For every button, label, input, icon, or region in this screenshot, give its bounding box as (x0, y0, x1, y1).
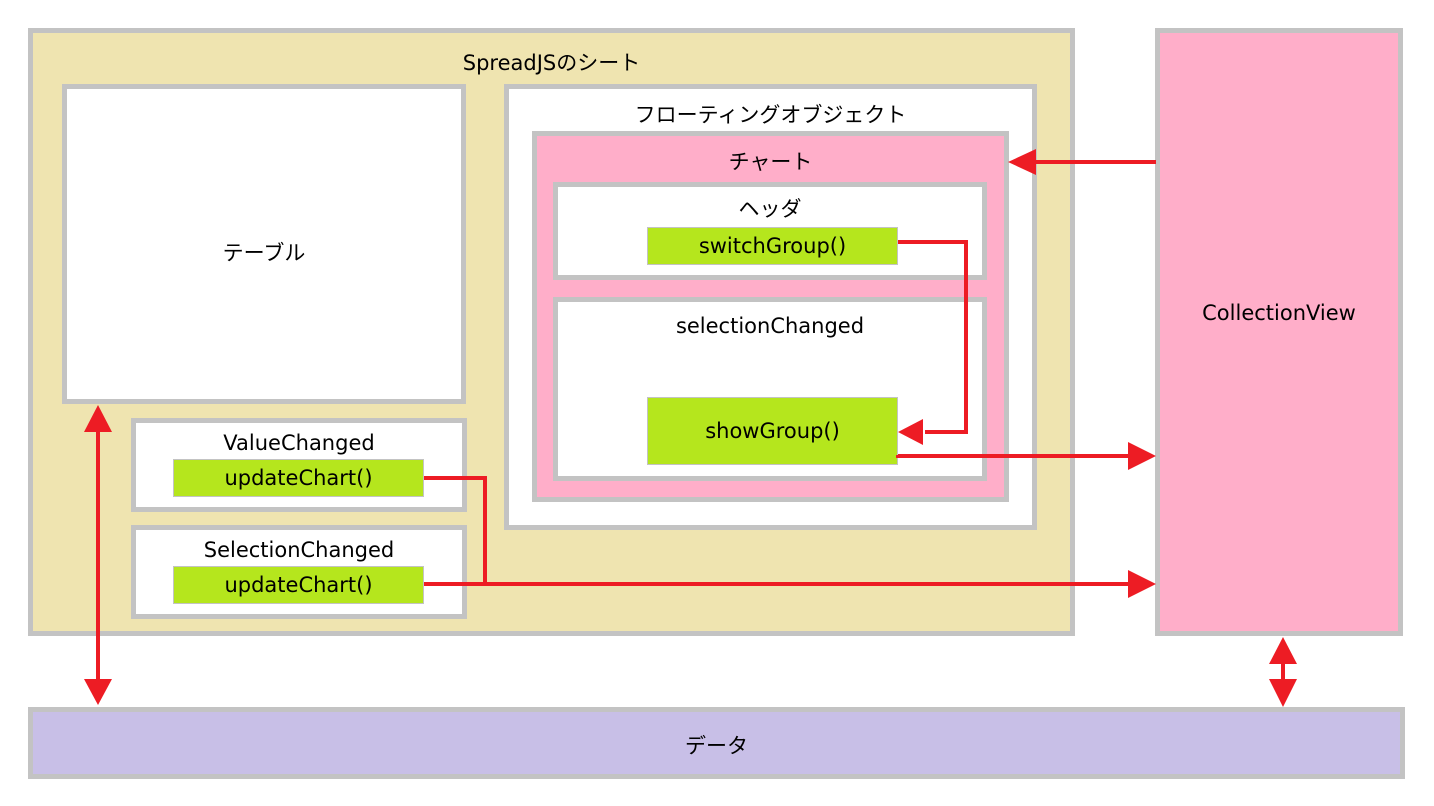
table-label: テーブル (222, 241, 306, 265)
table-box: テーブル (62, 84, 466, 404)
value-changed-update-chart: updateChart() (173, 459, 424, 497)
arrowhead-collection-2 (1128, 570, 1156, 598)
arrow-show-to-collection (896, 454, 1130, 458)
floating-object-title: フローティングオブジェクト (634, 103, 907, 127)
arrow-switch-to-show (898, 240, 968, 434)
value-changed-title: ValueChanged (223, 431, 375, 455)
collection-view-label: CollectionView (1202, 301, 1356, 325)
arrowhead-data-down-right (1269, 679, 1297, 707)
arrowhead-show-group (898, 419, 923, 445)
arrow-value-update-line (424, 476, 487, 584)
show-group-function: showGroup() (647, 397, 898, 465)
data-label: データ (685, 734, 748, 758)
selection-changed-update-chart: updateChart() (173, 566, 424, 604)
collection-view: CollectionView (1155, 28, 1403, 636)
arrowhead-collection-1 (1128, 442, 1156, 470)
data-store: データ (28, 707, 1405, 779)
header-title: ヘッダ (738, 197, 802, 221)
arrowhead-collection-up (1269, 637, 1297, 664)
switch-group-function: switchGroup() (647, 227, 898, 265)
chart-selection-changed-title: selectionChanged (675, 314, 865, 338)
arrowhead-table-up (84, 405, 112, 432)
arrowhead-chart (1008, 149, 1036, 175)
sheet-title: SpreadJSのシート (462, 51, 641, 75)
arrowhead-data-down-left (84, 679, 112, 705)
selection-changed-title: SelectionChanged (203, 538, 395, 562)
chart-title: チャート (728, 150, 813, 174)
